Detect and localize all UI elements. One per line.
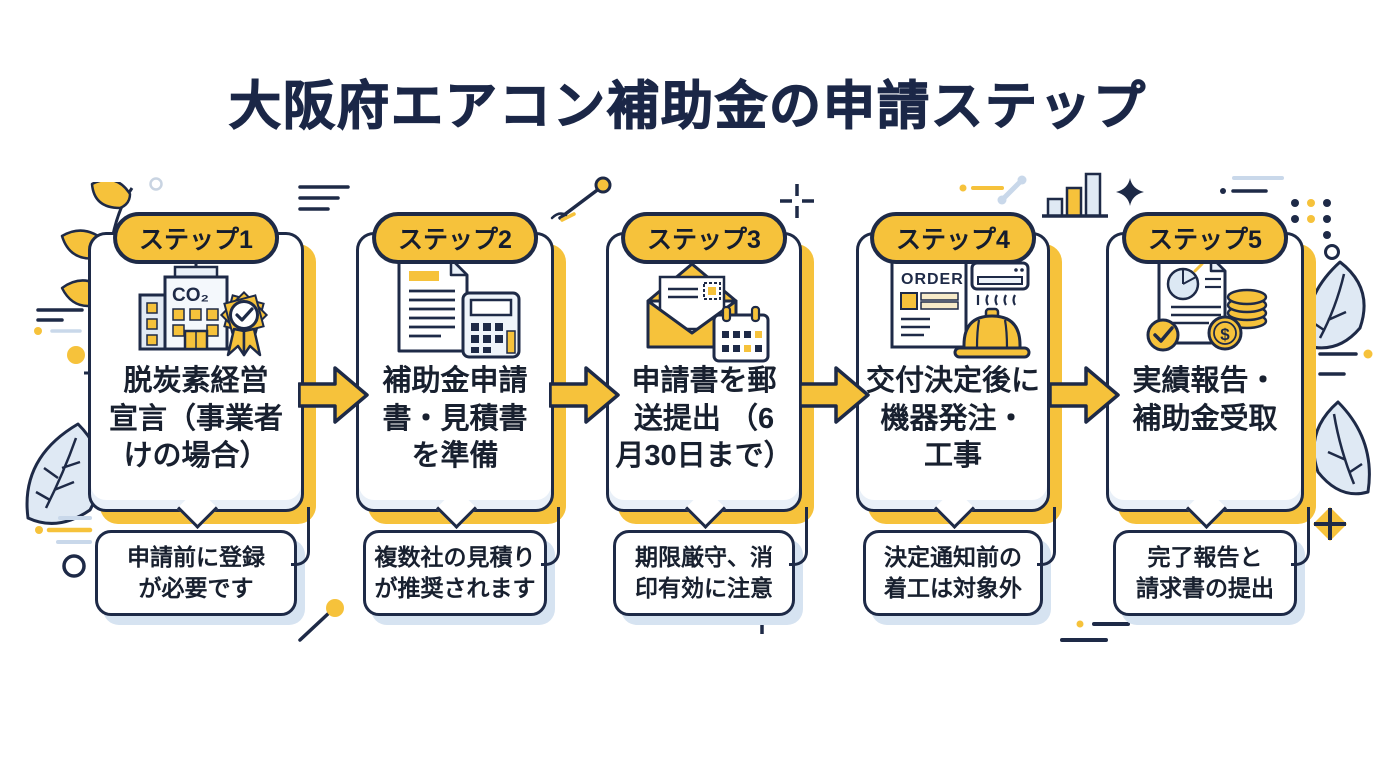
page-title: 大阪府エアコン補助金の申請ステップ (228, 77, 1147, 136)
speech-tail (176, 487, 219, 530)
dots-grid-decoration-icon (1291, 199, 1331, 239)
step-card: ORDER (856, 232, 1050, 530)
flow-arrow-icon (549, 366, 620, 424)
step-card: $ 実績報告・ 補助金受取 (1106, 232, 1304, 530)
step-card: CO₂ (88, 232, 304, 530)
note-label: 完了報告と 請求書の提出 (1136, 543, 1274, 601)
step-badge: ステップ5 (1122, 212, 1288, 264)
step-label: 脱炭素経営 宣言（事業者 けの場合） (108, 365, 283, 473)
dollar-label: $ (1220, 325, 1230, 344)
circle-decoration-icon (149, 177, 163, 191)
order-label: ORDER (901, 271, 964, 288)
dashes-decoration-right-icon (1318, 349, 1373, 376)
leaf-decoration-right-lower-icon (1312, 400, 1371, 496)
speech-tail (435, 487, 478, 530)
note-label: 申請前に登録 が必要です (127, 543, 265, 601)
envelope-calendar-icon (609, 251, 799, 363)
document-calculator-icon (359, 251, 551, 363)
step-badge: ステップ1 (113, 212, 279, 264)
crosshair-decoration-icon (780, 184, 814, 218)
trend-decoration-icon (959, 175, 1027, 205)
note-bubble: 期限厳守、消 印有効に注意 (613, 507, 808, 616)
pin-decoration-icon (550, 176, 612, 222)
speech-tail (933, 487, 976, 530)
step-badge: ステップ4 (870, 212, 1036, 264)
bar-chart-decoration-icon (1042, 172, 1108, 218)
diamond-plus-decoration-icon (1313, 507, 1347, 541)
step-badge: ステップ3 (621, 212, 787, 264)
dashes-decoration-bottom-right-icon (1060, 620, 1130, 642)
note-bubble: 複数社の見積り が推奨されます (363, 507, 560, 616)
leaf-decoration-right-upper-icon (1305, 260, 1366, 350)
step-label: 補助金申請 書・見積書 を準備 (382, 365, 528, 473)
co2-label: CO₂ (172, 285, 209, 306)
note-connector-line (541, 507, 560, 566)
note-bubble: 完了報告と 請求書の提出 (1113, 507, 1310, 616)
step-card: 申請書を郵 送提出 （6 月30日まで） (606, 232, 802, 530)
sparkle-decoration-icon (1116, 178, 1144, 206)
speech-tail (1185, 487, 1228, 530)
step-label: 申請書を郵 送提出 （6 月30日まで） (615, 365, 793, 473)
step-card: 補助金申請 書・見積書 を準備 (356, 232, 554, 530)
note-connector-line (1037, 507, 1056, 566)
cluster-decoration-bottom-left-icon (35, 516, 93, 578)
pin-decoration-bottom-icon (298, 599, 344, 642)
step-badge: ステップ2 (372, 212, 538, 264)
lines-decoration-icon (298, 185, 350, 211)
building-co2-award-icon: CO₂ (91, 251, 301, 363)
note-connector-line (789, 507, 808, 566)
note-connector-line (291, 507, 310, 566)
note-bubble: 申請前に登録 が必要です (95, 507, 310, 616)
step-label: 実績報告・ 補助金受取 (1132, 365, 1278, 435)
report-check-coins-icon: $ (1109, 251, 1301, 363)
flow-arrow-icon (799, 366, 870, 424)
step-label: 交付決定後に 機器発注・ 工事 (865, 365, 1040, 473)
note-label: 複数社の見積り が推奨されます (374, 543, 536, 601)
circle-decoration-right-icon (1324, 244, 1340, 260)
order-aircon-helmet-icon: ORDER (859, 251, 1047, 363)
note-label: 期限厳守、消 印有効に注意 (635, 543, 773, 601)
note-label: 決定通知前の 着工は対象外 (884, 543, 1022, 601)
note-bubble: 決定通知前の 着工は対象外 (863, 507, 1056, 616)
speech-tail (684, 487, 727, 530)
note-connector-line (1291, 507, 1310, 566)
flow-arrow-icon (1049, 366, 1120, 424)
dashes-decoration-left-icon (34, 308, 96, 379)
flow-arrow-icon (298, 366, 369, 424)
dashes-decoration-top-right-icon (1220, 176, 1284, 194)
